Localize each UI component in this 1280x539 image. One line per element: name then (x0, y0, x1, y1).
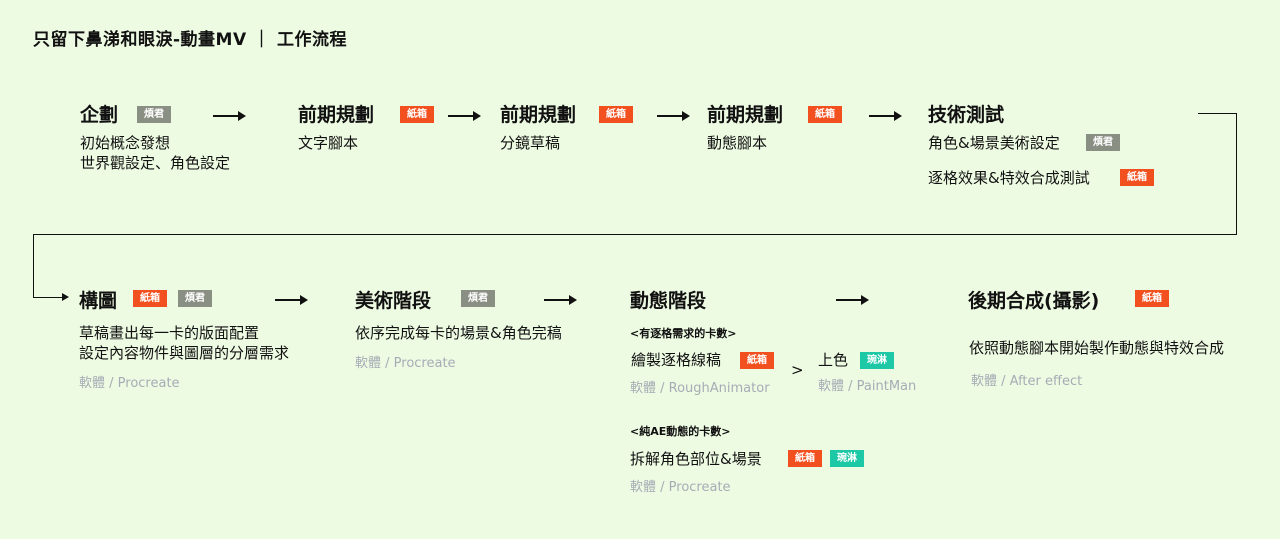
motion-frame-task: 繪製逐格線稿 (631, 351, 722, 369)
art-desc: 依序完成每卡的場景&角色完稿 (355, 324, 562, 342)
motion-color-task: 上色 (818, 351, 849, 369)
stage-title-pre2: 前期規劃 (500, 104, 577, 126)
motion-frame-software: 軟體 / RoughAnimator (630, 381, 770, 396)
arrow-right-icon (213, 111, 246, 121)
motion-frame-heading: <有逐格需求的卡數> (630, 327, 737, 340)
tag-orange: 紙箱 (788, 450, 822, 467)
stage-title-post: 後期合成(攝影) (968, 290, 1100, 312)
connector-line (33, 297, 63, 298)
stage-title-layout: 構圖 (79, 290, 118, 312)
planning-desc-1: 初始概念發想 (80, 134, 171, 152)
tag-gray: 煩君 (461, 290, 495, 307)
arrow-right-icon (448, 111, 481, 121)
tech-item-2: 逐格效果&特效合成測試 (928, 169, 1090, 187)
motion-ae-heading: <純AE動態的卡數> (630, 425, 731, 438)
connector-line (1236, 113, 1237, 235)
motion-color-software: 軟體 / PaintMan (818, 379, 917, 394)
stage-title-motion: 動態階段 (630, 290, 707, 312)
layout-desc-2: 設定內容物件與圖層的分層需求 (79, 344, 290, 362)
tag-orange: 紙箱 (400, 106, 434, 123)
tech-item-1: 角色&場景美術設定 (928, 134, 1060, 152)
tag-orange: 紙箱 (599, 106, 633, 123)
chevron-right-icon: > (791, 361, 804, 379)
tag-orange: 紙箱 (1120, 169, 1154, 186)
pre2-desc: 分鏡草稿 (500, 134, 561, 152)
connector-line (1198, 113, 1237, 114)
motion-ae-software: 軟體 / Procreate (630, 480, 731, 495)
motion-ae-task: 拆解角色部位&場景 (630, 450, 762, 468)
arrow-right-icon (275, 295, 308, 305)
tag-gray: 煩君 (137, 106, 171, 123)
planning-desc-2: 世界觀設定、角色設定 (80, 154, 231, 172)
stage-title-tech: 技術測試 (928, 104, 1005, 126)
stage-title-art: 美術階段 (355, 290, 432, 312)
tag-teal: 琬淋 (860, 352, 894, 369)
layout-software: 軟體 / Procreate (79, 376, 180, 391)
pre3-desc: 動態腳本 (707, 134, 768, 152)
arrow-right-icon (869, 111, 902, 121)
page-title: 只留下鼻涕和眼淚-動畫MV ｜ 工作流程 (33, 30, 347, 50)
stage-title-pre1: 前期規劃 (298, 104, 375, 126)
arrow-right-icon (544, 295, 577, 305)
arrow-right-icon (836, 295, 869, 305)
post-desc: 依照動態腳本開始製作動態與特效合成 (969, 339, 1225, 357)
layout-desc-1: 草稿畫出每一卡的版面配置 (79, 324, 260, 342)
tag-gray: 煩君 (1086, 134, 1120, 151)
tag-orange: 紙箱 (133, 290, 167, 307)
art-software: 軟體 / Procreate (355, 356, 456, 371)
tag-gray: 煩君 (178, 290, 212, 307)
arrow-right-icon (657, 111, 690, 121)
pre1-desc: 文字腳本 (298, 134, 359, 152)
tag-teal: 琬淋 (830, 450, 864, 467)
arrowhead-icon (62, 293, 69, 301)
tag-orange: 紙箱 (808, 106, 842, 123)
connector-line (33, 234, 34, 298)
connector-line (33, 234, 1237, 235)
post-software: 軟體 / After effect (971, 374, 1083, 389)
tag-orange: 紙箱 (1135, 290, 1169, 307)
stage-title-planning: 企劃 (80, 104, 119, 126)
tag-orange: 紙箱 (740, 352, 774, 369)
stage-title-pre3: 前期規劃 (707, 104, 784, 126)
